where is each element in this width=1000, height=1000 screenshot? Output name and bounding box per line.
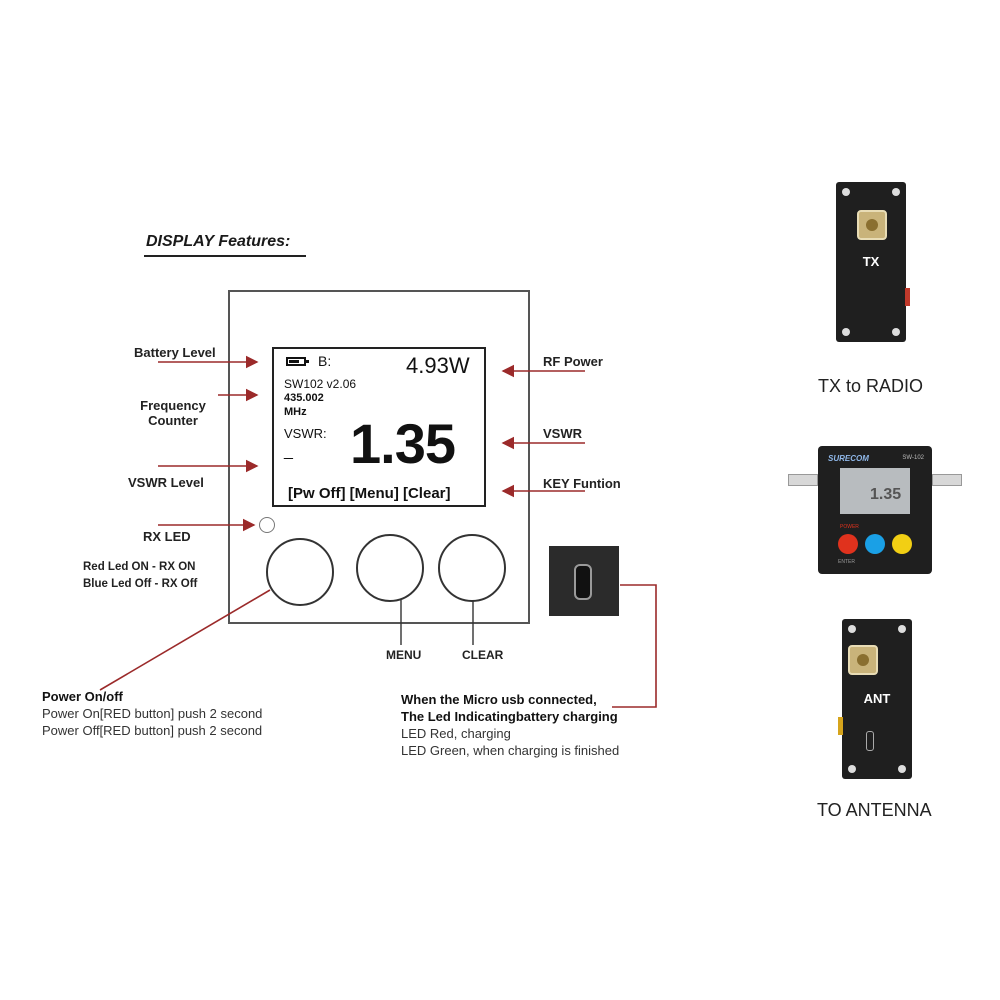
clear-button[interactable] [438,534,506,602]
ant-connector-icon [848,645,878,675]
battery-letter: B: [318,353,332,369]
vswr-label: VSWR: [284,426,327,441]
usb-note-line1: When the Micro usb connected, [401,692,597,707]
battery-level-label: Battery Level [134,345,216,360]
frequency-counter-label-line1: Frequency [140,398,206,413]
device-right-connector [932,474,962,486]
frequency-counter-label-line2: Counter [148,413,198,428]
device-lcd-readout: 1.35 [870,486,902,503]
menu-button[interactable] [356,534,424,602]
vswr-level-bar: _ [284,443,293,460]
meter-device-photo: SURECOM SW-102 1.35 POWER ENTER [818,446,932,574]
power-note-line2: Power Off[RED button] push 2 second [42,723,263,738]
rx-led-label: RX LED [143,529,191,544]
ant-caption: TO ANTENNA [817,800,932,820]
frequency-counter-label: Frequency Counter [130,398,216,428]
device-yellow-button[interactable] [892,534,912,554]
title-underline [144,255,306,257]
usb-note-line4: LED Green, when charging is finished [401,743,620,758]
usb-leader-line [612,584,657,708]
usb-note: When the Micro usb connected, The Led In… [401,692,619,758]
ant-port-label: ANT [863,691,891,706]
menu-button-label: MENU [386,648,422,662]
usb-note-line3: LED Red, charging [401,726,511,741]
power-note: Power On/off Power On[RED button] push 2… [42,689,262,738]
tx-caption: TX to RADIO [818,376,924,396]
frequency-readout: 435.002 [284,392,324,404]
blue-led-note: Blue Led Off - RX Off [83,578,198,590]
ant-usb-slot-icon [866,731,874,751]
display-screen: B: 4.93W SW102 v2.06 435.002 MHz VSWR: 1… [272,347,486,507]
rf-power-readout: 4.93W [406,353,470,378]
key-function-label: KEY Funtion [543,476,621,491]
tx-module-photo: TX [836,182,910,342]
battery-icon [286,357,309,366]
device-lcd: 1.35 [840,468,910,514]
clear-button-label: CLEAR [462,648,504,662]
red-led-note: Red Led ON - RX ON [83,561,196,573]
power-leader-line [99,589,271,691]
front-panel-outline [228,290,530,624]
vswr-label-callout: VSWR [543,426,582,441]
key-function-bar: [Pw Off] [Menu] [Clear] [288,485,451,502]
device-blue-button[interactable] [865,534,885,554]
tx-connector-icon [857,210,887,240]
rf-power-label: RF Power [543,354,603,369]
device-brand: SURECOM [828,454,869,463]
tx-port-label: TX [862,254,880,269]
ant-module-photo: ANT [838,619,912,779]
vswr-readout: 1.35 [350,412,456,475]
device-power-label: POWER [840,524,859,530]
power-button[interactable] [266,538,334,606]
vswr-level-label: VSWR Level [128,475,204,490]
usb-note-line2: The Led Indicatingbattery charging [401,709,618,724]
device-enter-label: ENTER [838,559,855,565]
diagram-title: DISPLAY Features: [146,233,291,250]
frequency-unit: MHz [284,406,307,418]
power-note-heading: Power On/off [42,689,123,704]
rx-led [259,517,275,533]
model-version: SW102 v2.06 [284,377,357,391]
micro-usb-port-photo [549,546,619,616]
device-red-button[interactable] [838,534,858,554]
power-note-line1: Power On[RED button] push 2 second [42,706,263,721]
device-left-connector [788,474,818,486]
device-model: SW-102 [902,455,924,461]
